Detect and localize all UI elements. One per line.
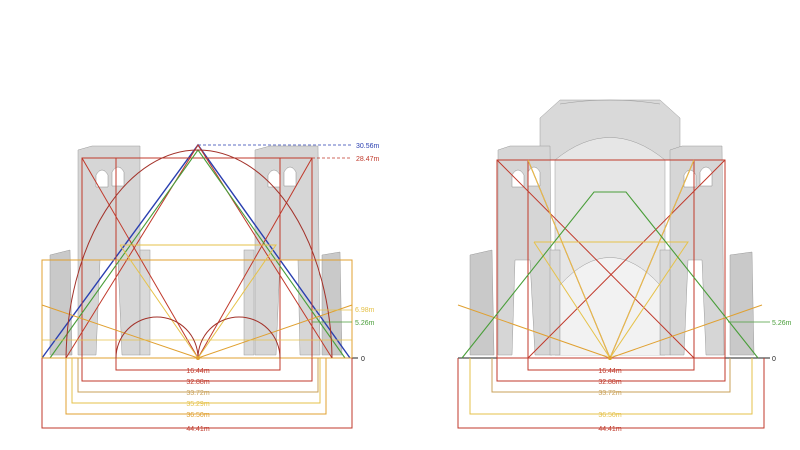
right-width-33-72: 33.72m [598,390,622,397]
right-width-44-41: 44.41m [598,426,622,433]
right-width-36-50: 36.50m [598,412,622,419]
left-height-6-98-label: 6.98m [355,307,375,314]
right-zero-label: 0 [772,356,776,363]
right-width-16-44: 16.44m [598,368,622,375]
left-width-35-29: 35.29m [186,401,210,408]
left-yellow-triangle [119,244,277,359]
right-geometry [457,159,770,360]
right-height-5-26-label: 5.26m [772,320,792,327]
left-width-33-72: 33.72m [186,390,210,397]
left-geometry [41,143,358,360]
left-dimensions [41,309,353,429]
left-cathedral-section [49,145,343,356]
right-dimensions [457,358,765,429]
left-red-triangle [65,144,333,359]
left-arc-right [197,316,281,359]
left-height-30-56-label: 30.56m [356,143,380,150]
left-arc-left [115,316,199,359]
left-width-16-44: 16.44m [186,368,210,375]
left-height-5-26-label: 5.26m [355,320,375,327]
left-height-28-47-label: 28.47m [356,156,380,163]
left-width-36-50: 36.50m [186,412,210,419]
right-width-32-88: 32.88m [598,379,622,386]
right-cathedral-section [469,99,755,356]
right-green-triangle [461,191,759,359]
left-width-32-88: 32.88m [186,379,210,386]
left-zero-label: 0 [361,356,365,363]
left-width-44-41: 44.41m [186,426,210,433]
